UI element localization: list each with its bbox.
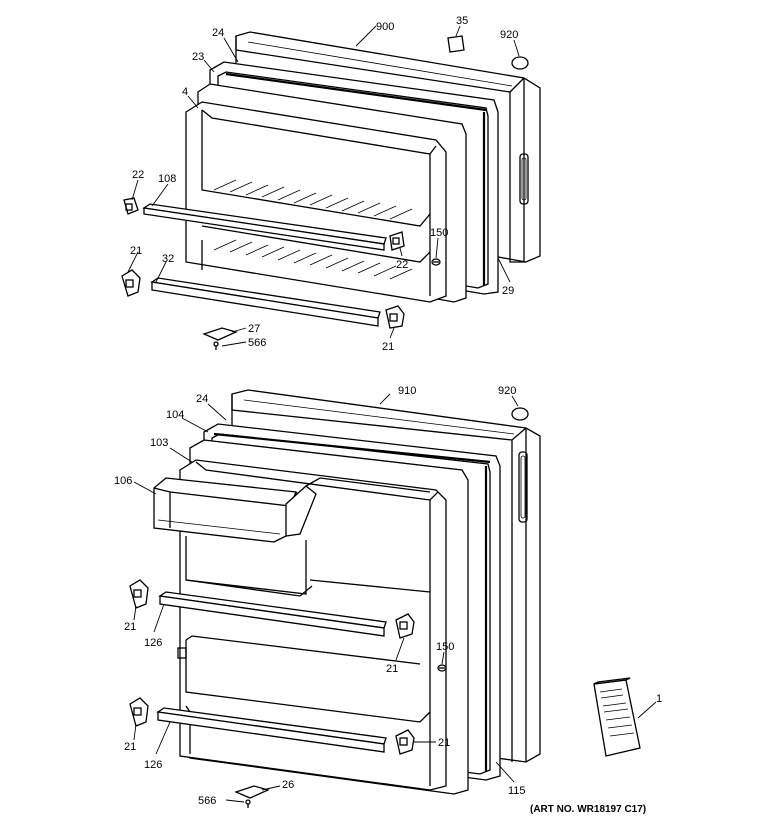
freezer-part-35 bbox=[447, 35, 465, 53]
callout-900: 900 bbox=[376, 21, 394, 33]
fresh-cap-left-upper bbox=[129, 579, 149, 609]
freezer-leader-lines bbox=[127, 25, 520, 347]
callout-26: 26 bbox=[282, 779, 294, 791]
callout-24-lower: 24 bbox=[196, 393, 208, 405]
callout-21-freezer-right: 21 bbox=[382, 341, 394, 353]
callout-35: 35 bbox=[456, 15, 468, 27]
callout-21-fresh-right-upper: 21 bbox=[386, 663, 398, 675]
callout-566-lower: 566 bbox=[198, 795, 216, 807]
fresh-bracket-26 bbox=[234, 785, 270, 808]
freezer-door-assembly bbox=[121, 25, 541, 350]
callout-115: 115 bbox=[508, 785, 526, 797]
fresh-cap-left-lower bbox=[129, 697, 149, 727]
callout-27: 27 bbox=[248, 323, 260, 335]
callout-920-upper: 920 bbox=[500, 29, 518, 41]
callout-21-freezer-left: 21 bbox=[130, 245, 142, 257]
callout-150-lower: 150 bbox=[436, 641, 454, 653]
fresh-dairy-door-106 bbox=[153, 477, 317, 543]
freezer-cap-right-lower bbox=[385, 305, 405, 329]
freezer-plug-920 bbox=[511, 56, 529, 70]
callout-23: 23 bbox=[192, 51, 204, 63]
callout-22-right: 22 bbox=[396, 259, 408, 271]
freezer-cap-left-lower bbox=[121, 269, 141, 297]
callout-21-fresh-left-lower: 21 bbox=[124, 741, 136, 753]
callout-104: 104 bbox=[166, 409, 184, 421]
callout-29: 29 bbox=[502, 285, 514, 297]
freezer-clip-right bbox=[389, 231, 405, 251]
callout-106: 106 bbox=[114, 475, 132, 487]
callout-1: 1 bbox=[656, 693, 662, 705]
callout-126-upper: 126 bbox=[144, 637, 162, 649]
fresh-leader-lines bbox=[133, 393, 657, 803]
art-number: (ART NO. WR18197 C17) bbox=[530, 804, 646, 815]
callout-labels: 900 35 920 24 23 4 22 108 21 32 150 22 2… bbox=[114, 15, 662, 815]
callout-910: 910 bbox=[398, 385, 416, 397]
freezer-bracket-27 bbox=[202, 327, 238, 350]
freezer-clip-left-upper bbox=[123, 197, 139, 215]
fresh-cap-right-upper bbox=[395, 613, 415, 639]
callout-24-upper: 24 bbox=[212, 27, 224, 39]
callout-21-fresh-right-lower: 21 bbox=[438, 737, 450, 749]
fresh-food-door-assembly bbox=[129, 389, 657, 808]
freezer-screw-150 bbox=[431, 258, 441, 266]
fresh-shelf-bar-lower-126 bbox=[156, 707, 387, 753]
use-and-care-manual bbox=[593, 677, 641, 757]
callout-22-left: 22 bbox=[132, 169, 144, 181]
callout-21-fresh-left-upper: 21 bbox=[124, 621, 136, 633]
callout-566-upper: 566 bbox=[248, 337, 266, 349]
callout-103: 103 bbox=[150, 437, 168, 449]
fresh-plug-920 bbox=[511, 407, 529, 421]
fresh-cap-right-lower bbox=[395, 729, 415, 755]
fresh-shelf-bar-upper-126 bbox=[158, 591, 387, 637]
freezer-shelf-bar-32 bbox=[150, 277, 381, 327]
callout-108: 108 bbox=[158, 173, 176, 185]
callout-126-lower: 126 bbox=[144, 759, 162, 771]
callout-32: 32 bbox=[162, 253, 174, 265]
callout-150-upper: 150 bbox=[430, 227, 448, 239]
callout-920-lower: 920 bbox=[498, 385, 516, 397]
fresh-screw-150 bbox=[437, 664, 447, 672]
freezer-liner bbox=[185, 101, 447, 303]
callout-4: 4 bbox=[182, 86, 188, 98]
freezer-shelf-bar-108 bbox=[142, 203, 387, 251]
